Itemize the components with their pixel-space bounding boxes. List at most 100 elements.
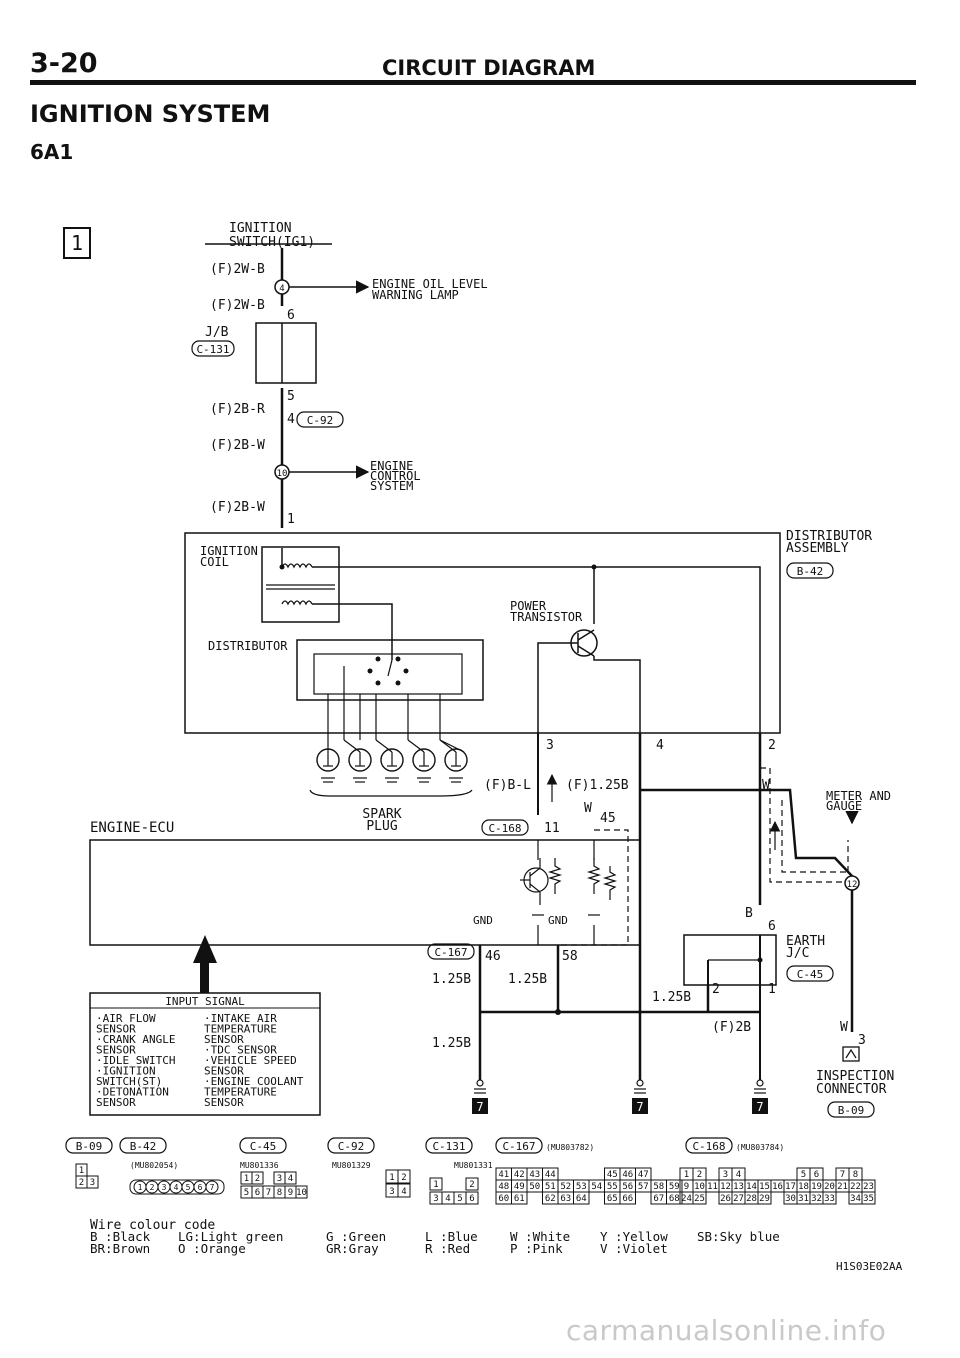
wire-label: 1.25B bbox=[652, 990, 691, 1005]
connector-text: MU801329 bbox=[332, 1161, 371, 1170]
svg-text:B-42: B-42 bbox=[797, 565, 824, 578]
svg-text:1: 1 bbox=[244, 1174, 249, 1184]
connector-pin: 17 bbox=[783, 1179, 798, 1193]
connector-pin: 4 bbox=[284, 1171, 297, 1185]
figure-ref-code: H1S03E02AA bbox=[836, 1260, 903, 1273]
spark-plugs bbox=[316, 739, 468, 783]
meter-wires bbox=[640, 733, 854, 1032]
svg-text:61: 61 bbox=[514, 1194, 525, 1204]
svg-text:B-42: B-42 bbox=[130, 1140, 157, 1153]
svg-text:24: 24 bbox=[681, 1194, 692, 1204]
svg-text:2: 2 bbox=[255, 1174, 260, 1184]
connector-pin: 67 bbox=[650, 1191, 667, 1205]
svg-text:1: 1 bbox=[389, 1173, 394, 1183]
connector-pin: 31 bbox=[796, 1191, 811, 1205]
spark-plug bbox=[343, 739, 372, 783]
svg-text:C-92: C-92 bbox=[338, 1140, 365, 1153]
connector-pin: 63 bbox=[557, 1191, 574, 1205]
connector-tag: C-45 bbox=[239, 1137, 287, 1154]
pin-label: 2 bbox=[712, 982, 720, 997]
connector-pin: 14 bbox=[744, 1179, 759, 1193]
ecu-ground-wires bbox=[478, 945, 760, 1080]
ignition-coil-box bbox=[261, 546, 340, 623]
svg-text:4: 4 bbox=[288, 1174, 293, 1184]
sheet-ref: 7 bbox=[476, 1100, 483, 1114]
connector-pin: 46 bbox=[619, 1167, 636, 1181]
connector-pin: 58 bbox=[650, 1179, 667, 1193]
connector-pin: 64 bbox=[573, 1191, 590, 1205]
rotor-contacts bbox=[367, 656, 409, 686]
svg-text:22: 22 bbox=[850, 1182, 861, 1192]
pin-label: 3 bbox=[546, 738, 554, 753]
connector-pin: 28 bbox=[744, 1191, 759, 1205]
connector-pin: 12 bbox=[718, 1179, 733, 1193]
svg-text:8: 8 bbox=[277, 1188, 282, 1198]
svg-text:16: 16 bbox=[772, 1182, 783, 1192]
connector-pin: 2 bbox=[465, 1177, 479, 1191]
connector-text: (MU803782) bbox=[546, 1143, 594, 1152]
connector-pin: 2 bbox=[692, 1167, 707, 1181]
svg-text:13: 13 bbox=[733, 1182, 744, 1192]
connector-tag: B-42 bbox=[119, 1137, 167, 1154]
meter-dashed bbox=[760, 767, 849, 883]
wire-label: W bbox=[584, 801, 592, 816]
wire-colour-item: V :Violet bbox=[600, 1241, 668, 1256]
svg-text:32: 32 bbox=[811, 1194, 822, 1204]
connector-pin: 68 bbox=[666, 1191, 683, 1205]
connector-pin: 6 bbox=[251, 1185, 264, 1199]
input-signal-item: ·AIR FLOW bbox=[96, 1012, 156, 1025]
ground-symbol: 7 bbox=[752, 1079, 768, 1114]
svg-text:3: 3 bbox=[277, 1174, 282, 1184]
wire-colour-item: L :Blue bbox=[425, 1229, 478, 1244]
connector-tag-b42: B-42 bbox=[786, 562, 834, 579]
svg-text:9: 9 bbox=[684, 1182, 689, 1192]
connector-pin: 4 bbox=[169, 1180, 183, 1194]
svg-text:1: 1 bbox=[138, 1183, 143, 1192]
connector-pin: 4 bbox=[397, 1183, 411, 1198]
svg-text:55: 55 bbox=[607, 1182, 618, 1192]
connector-pin: 57 bbox=[635, 1179, 652, 1193]
svg-text:5: 5 bbox=[244, 1188, 249, 1198]
svg-text:62: 62 bbox=[545, 1194, 556, 1204]
pin-label: 6 bbox=[287, 308, 295, 323]
connector-pin: 6 bbox=[193, 1180, 207, 1194]
connector-pin: 54 bbox=[588, 1179, 605, 1193]
header-rule bbox=[30, 80, 916, 85]
connector-pin: 43 bbox=[526, 1167, 543, 1181]
svg-text:50: 50 bbox=[529, 1182, 540, 1192]
svg-text:C-92: C-92 bbox=[307, 414, 334, 427]
connector-text: (MU802054) bbox=[130, 1161, 178, 1170]
connector-tag-c131: C-131 bbox=[191, 340, 235, 357]
pin-label: 58 bbox=[562, 949, 578, 964]
svg-text:B-09: B-09 bbox=[76, 1140, 103, 1153]
pin-label: 4 bbox=[656, 738, 664, 753]
connector-tag-c167: C-167 bbox=[427, 943, 475, 960]
svg-text:1: 1 bbox=[71, 231, 83, 255]
input-signal-item: ·TDC SENSOR bbox=[204, 1044, 277, 1057]
svg-text:26: 26 bbox=[720, 1194, 731, 1204]
connector-pin: 7 bbox=[205, 1180, 219, 1194]
connector-pin: 51 bbox=[542, 1179, 559, 1193]
connector-pin: 47 bbox=[635, 1167, 652, 1181]
svg-text:54: 54 bbox=[591, 1182, 602, 1192]
svg-text:30: 30 bbox=[785, 1194, 796, 1204]
wire-colour-item: BR:Brown bbox=[90, 1241, 150, 1256]
wire-colour-item: P :Pink bbox=[510, 1241, 563, 1256]
connector-text: MU801336 bbox=[240, 1161, 279, 1170]
svg-text:10: 10 bbox=[694, 1182, 705, 1192]
connector-pin: 16 bbox=[770, 1179, 785, 1193]
svg-text:6: 6 bbox=[469, 1194, 474, 1204]
input-signal-item: SENSOR bbox=[96, 1044, 136, 1057]
connector-tag-c45: C-45 bbox=[786, 965, 834, 982]
wire-label: (F)2W-B bbox=[210, 262, 265, 277]
splice-12 bbox=[844, 875, 860, 891]
connector-pin: 1 bbox=[75, 1163, 88, 1177]
svg-text:C-167: C-167 bbox=[502, 1140, 535, 1153]
connector-pin: 1 bbox=[385, 1169, 399, 1184]
pin-label: 5 bbox=[287, 389, 295, 404]
svg-text:31: 31 bbox=[798, 1194, 809, 1204]
connector-pin: 23 bbox=[861, 1179, 876, 1193]
svg-text:46: 46 bbox=[622, 1170, 633, 1180]
connector-pin: 65 bbox=[604, 1191, 621, 1205]
